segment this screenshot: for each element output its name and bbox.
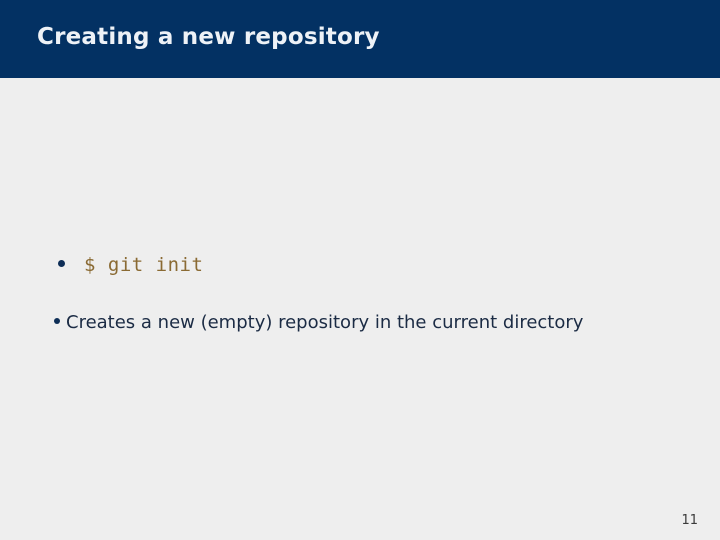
bullet-dot-icon [54,318,60,324]
list-item-label: $ git init [84,254,204,276]
slide-header-band: Creating a new repository [0,0,720,78]
bullet-dot-icon [58,260,65,267]
page-title: Creating a new repository [37,24,380,50]
list-item: Creates a new (empty) repository in the … [54,314,583,332]
list-item: $ git init [58,256,203,275]
list-item-label: Creates a new (empty) repository in the … [66,312,584,333]
slide-content: $ git init Creates a new (empty) reposit… [0,78,720,540]
page-number: 11 [681,513,698,528]
